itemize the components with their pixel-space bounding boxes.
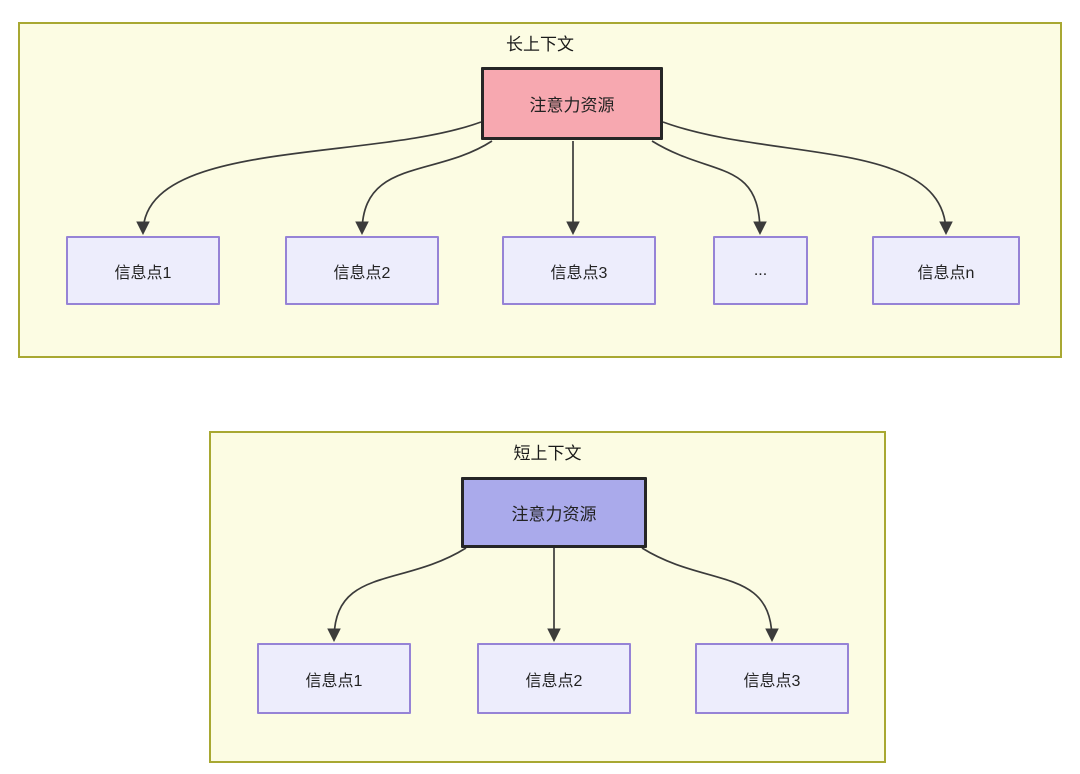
- info-node-short-3: 信息点3: [695, 643, 849, 714]
- info-node-long-n: 信息点n: [872, 236, 1020, 305]
- info-node-long-ellipsis: ...: [713, 236, 808, 305]
- info-node-long-1: 信息点1: [66, 236, 220, 305]
- info-node-short-2: 信息点2: [477, 643, 631, 714]
- attention-resource-box-short: 注意力资源: [461, 477, 647, 548]
- long-context-title: 长上下文: [506, 35, 574, 54]
- attention-resource-box-long: 注意力资源: [481, 67, 663, 140]
- info-node-long-2: 信息点2: [285, 236, 439, 305]
- short-context-title: 短上下文: [513, 444, 582, 463]
- info-node-short-1: 信息点1: [257, 643, 411, 714]
- info-node-long-3: 信息点3: [502, 236, 656, 305]
